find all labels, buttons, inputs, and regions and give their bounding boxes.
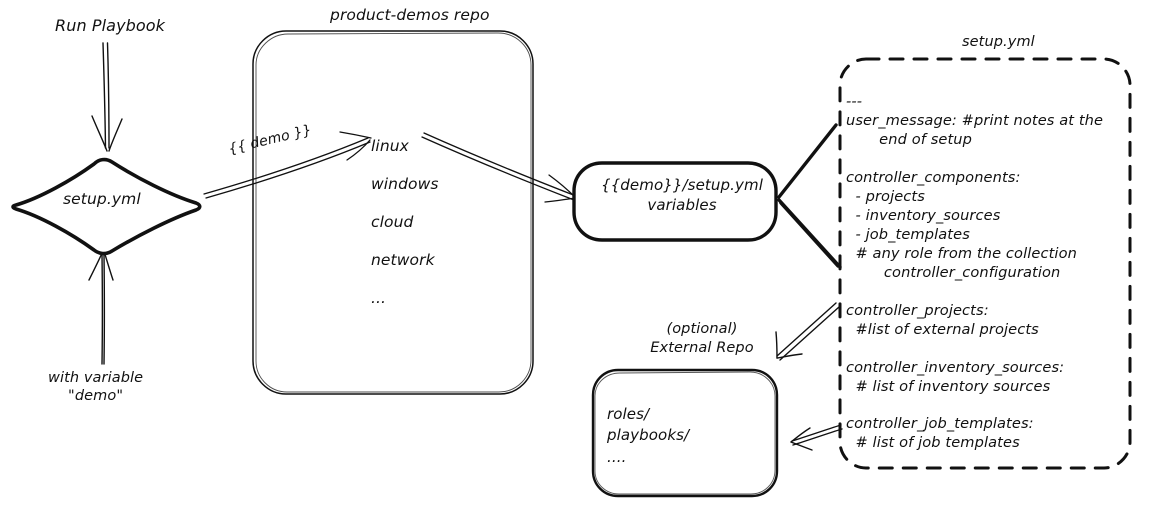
vars-box-label: {{demo}}/setup.yml variables bbox=[601, 176, 763, 215]
setup-yml-panel-title: setup.yml bbox=[962, 34, 1035, 50]
product-demos-repo-items: linux windows cloud network ... bbox=[371, 137, 439, 307]
setup-yml-diamond-shape bbox=[11, 157, 202, 256]
arrow-panel-to-external-repo-top bbox=[775, 302, 840, 361]
external-repo-box-shape bbox=[591, 368, 779, 498]
with-variable-label: with variable "demo" bbox=[48, 370, 144, 405]
arrow-demo-to-linux bbox=[203, 131, 372, 199]
arrow-panel-to-external-repo-bottom bbox=[790, 424, 843, 451]
arrow-panel-to-vars bbox=[777, 123, 842, 269]
product-demos-repo-title: product-demos repo bbox=[330, 6, 490, 24]
product-demos-repo-box bbox=[252, 30, 534, 395]
arrow-with-variable bbox=[88, 250, 114, 365]
run-playbook-label: Run Playbook bbox=[55, 16, 166, 35]
arrow-run-playbook bbox=[91, 42, 123, 152]
setup-yml-panel-shape bbox=[838, 57, 1132, 470]
vars-box-shape bbox=[572, 161, 778, 242]
external-repo-title: (optional) External Repo bbox=[650, 321, 754, 356]
setup-yml-diamond-label: setup.yml bbox=[63, 190, 141, 208]
setup-yml-panel-body: --- user_message: #print notes at the en… bbox=[846, 93, 1104, 452]
arrow-linux-to-vars bbox=[421, 132, 577, 203]
external-repo-items: roles/ playbooks/ .... bbox=[607, 405, 690, 466]
